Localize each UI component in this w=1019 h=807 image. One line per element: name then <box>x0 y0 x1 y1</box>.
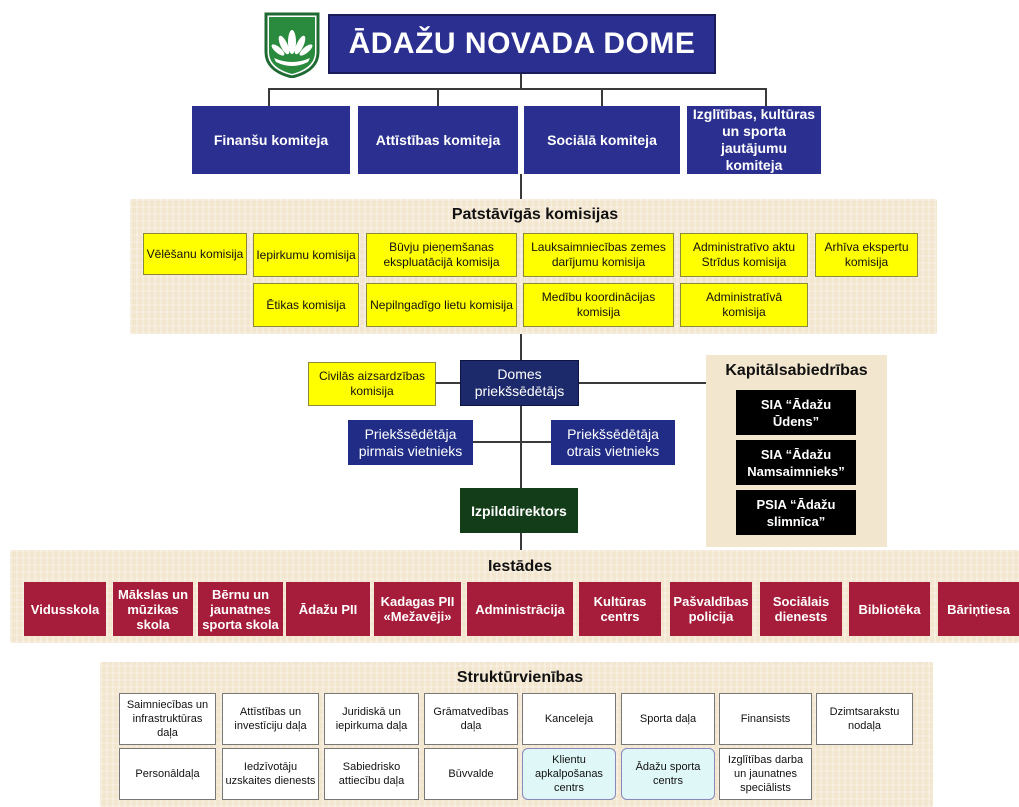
commissions-title: Patstāvīgās komisijas <box>451 206 619 223</box>
commission-hunting: Medību koordinācijas komisija <box>523 283 674 327</box>
unit-resident-registration: Iedzīvotāju uzskaites dienests <box>222 748 319 800</box>
company-adazu-slimnica: PSIA “Ādažu slimnīca” <box>736 490 856 535</box>
institution-library: Bibliotēka <box>849 582 930 636</box>
first-deputy-box: Priekšsēdētāja pirmais vietnieks <box>348 420 473 465</box>
page-title: ĀDAŽU NOVADA DOME <box>328 14 716 74</box>
unit-sports: Sporta daļa <box>621 693 715 745</box>
commission-elections: Vēlēšanu komisija <box>143 233 247 275</box>
institution-administration: Administrācija <box>467 582 573 636</box>
municipality-crest-icon <box>264 12 320 79</box>
chair-box: Domes priekšsēdētājs <box>460 360 579 406</box>
unit-financier: Finansists <box>719 693 812 745</box>
unit-accounting: Grāmatvedības daļa <box>424 693 518 745</box>
commission-ethics: Ētikas komisija <box>253 283 359 327</box>
company-adazu-namsaimnieks: SIA “Ādažu Namsaimnieks” <box>736 440 856 485</box>
unit-development-investment: Attīstības un investīciju daļa <box>222 693 319 745</box>
commission-building-acceptance: Būvju pieņemšanas ekspluatācijā komisija <box>366 233 517 277</box>
unit-chancellery: Kanceleja <box>522 693 616 745</box>
commission-procurement: Iepirkumu komisija <box>253 233 359 277</box>
companies-title: Kapitālsabiedrības <box>725 362 868 379</box>
unit-customer-service: Klientu apkalpošanas centrs <box>522 748 616 800</box>
units-title: Struktūrvienības <box>456 669 584 686</box>
commission-admin-disputes: Administratīvo aktu Strīdus komisija <box>680 233 808 277</box>
commission-agricultural-land: Lauksaimniecības zemes darījumu komisija <box>523 233 674 277</box>
civil-defense-commission: Civilās aizsardzības komisija <box>308 362 436 406</box>
institution-secondary-school: Vidusskola <box>24 582 106 636</box>
commission-administrative: Administratīvā komisija <box>680 283 808 327</box>
institution-orphans-court: Bāriņtiesa <box>938 582 1019 636</box>
institution-kadagas-pii: Kadagas PII «Mežavēji» <box>374 582 461 636</box>
unit-sports-center: Ādažu sporta centrs <box>621 748 715 800</box>
institution-culture-center: Kultūras centrs <box>579 582 661 636</box>
institution-social-service: Sociālais dienests <box>760 582 842 636</box>
commission-minors: Nepilngadīgo lietu komisija <box>366 283 517 327</box>
unit-public-relations: Sabiedrisko attiecību daļa <box>324 748 419 800</box>
unit-civil-registry: Dzimtsarakstu nodaļa <box>816 693 913 745</box>
committee-finance: Finanšu komiteja <box>192 106 350 174</box>
unit-building-board: Būvvalde <box>424 748 518 800</box>
unit-personnel: Personāldaļa <box>119 748 216 800</box>
company-adazu-udens: SIA “Ādažu Ūdens” <box>736 390 856 435</box>
committee-development: Attīstības komiteja <box>358 106 518 174</box>
unit-legal-procurement: Juridiskā un iepirkuma daļa <box>324 693 419 745</box>
institution-municipal-police: Pašvaldības policija <box>670 582 752 636</box>
committee-social: Sociālā komiteja <box>524 106 680 174</box>
commission-archive: Arhīva ekspertu komisija <box>815 233 918 277</box>
institution-art-music-school: Mākslas un mūzikas skola <box>113 582 193 636</box>
unit-education-youth-specialist: Izglītības darba un jaunatnes speciālist… <box>719 748 812 800</box>
second-deputy-box: Priekšsēdētāja otrais vietnieks <box>551 420 675 465</box>
committee-education: Izglītības, kultūras un sporta jautājumu… <box>687 106 821 174</box>
director-box: Izpilddirektors <box>460 488 578 533</box>
institution-youth-sports-school: Bērnu un jaunatnes sporta skola <box>198 582 283 636</box>
institution-adazu-pii: Ādažu PII <box>286 582 370 636</box>
institutions-title: Iestādes <box>487 558 553 575</box>
unit-economy-infrastructure: Saimniecības un infrastruktūras daļa <box>119 693 216 745</box>
